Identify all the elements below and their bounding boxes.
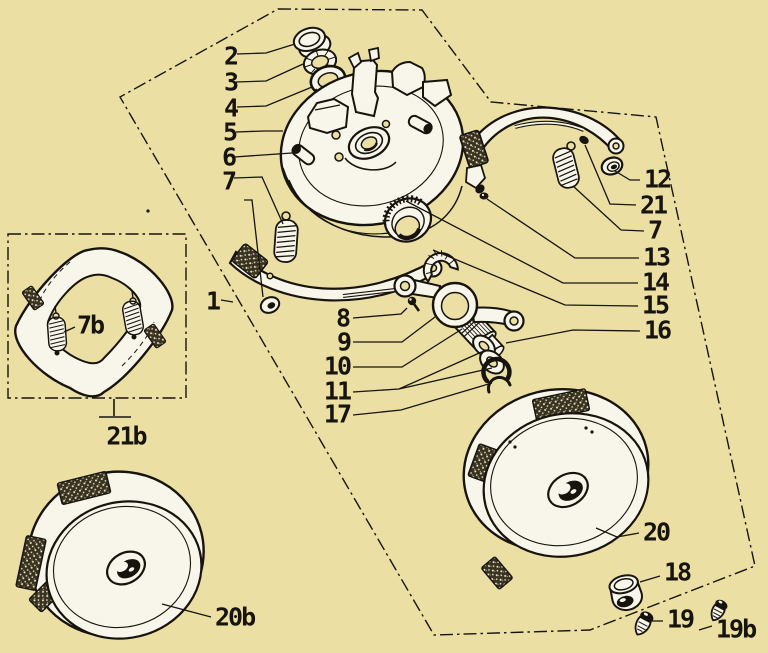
callout-20b: 20b: [215, 602, 256, 632]
part-pin-small: [479, 192, 489, 200]
part-nut-12: [600, 156, 624, 176]
callout-12: 12: [644, 164, 672, 194]
callout-18: 18: [664, 557, 692, 587]
inset-box: [7, 233, 187, 418]
part-drum-20b: [15, 470, 205, 640]
leader-lines: [63, 43, 713, 631]
part-screw-8: [407, 296, 421, 312]
callout-7-left: 7: [221, 166, 237, 196]
callout-15: 15: [642, 290, 670, 320]
part-ring-nut-13: [382, 195, 433, 243]
callout-1: 1: [205, 286, 221, 316]
callout-11: 11: [323, 376, 352, 406]
part-cam-lever-assembly: [393, 274, 525, 394]
part-hub-cap-18: [608, 574, 643, 612]
part-pad-nut: [259, 296, 281, 314]
callout-6: 6: [221, 142, 237, 172]
part-screw-19b: [710, 599, 728, 622]
callout-13: 13: [643, 242, 671, 272]
callout-7b: 7b: [77, 310, 105, 340]
part-backing-plate-5: [279, 46, 465, 238]
callout-14: 14: [642, 267, 670, 297]
callout-16: 16: [644, 315, 672, 345]
callout-19: 19: [667, 604, 695, 634]
callout-21: 21: [640, 190, 668, 220]
part-brake-shoe-upper: [459, 106, 625, 194]
callout-17: 17: [323, 399, 352, 429]
spring-hook: [281, 211, 291, 221]
spring-hook: [566, 141, 576, 151]
callout-20: 20: [643, 517, 671, 547]
callout-2: 2: [223, 41, 239, 71]
part-shoe-kit-21b: [14, 247, 174, 398]
part-screw-19: [634, 611, 654, 636]
callout-3: 3: [223, 67, 239, 97]
callout-5: 5: [222, 117, 238, 147]
callout-4: 4: [223, 93, 239, 123]
callout-19b: 19b: [716, 614, 757, 644]
callout-8: 8: [335, 303, 351, 333]
print-speck: [146, 209, 150, 213]
callout-7-right: 7: [648, 215, 663, 245]
panel-boundary: [119, 8, 756, 636]
callout-10: 10: [323, 351, 352, 381]
callout-9: 9: [336, 327, 352, 357]
callout-21b: 21b: [106, 421, 147, 451]
part-drum-20: [462, 387, 650, 590]
